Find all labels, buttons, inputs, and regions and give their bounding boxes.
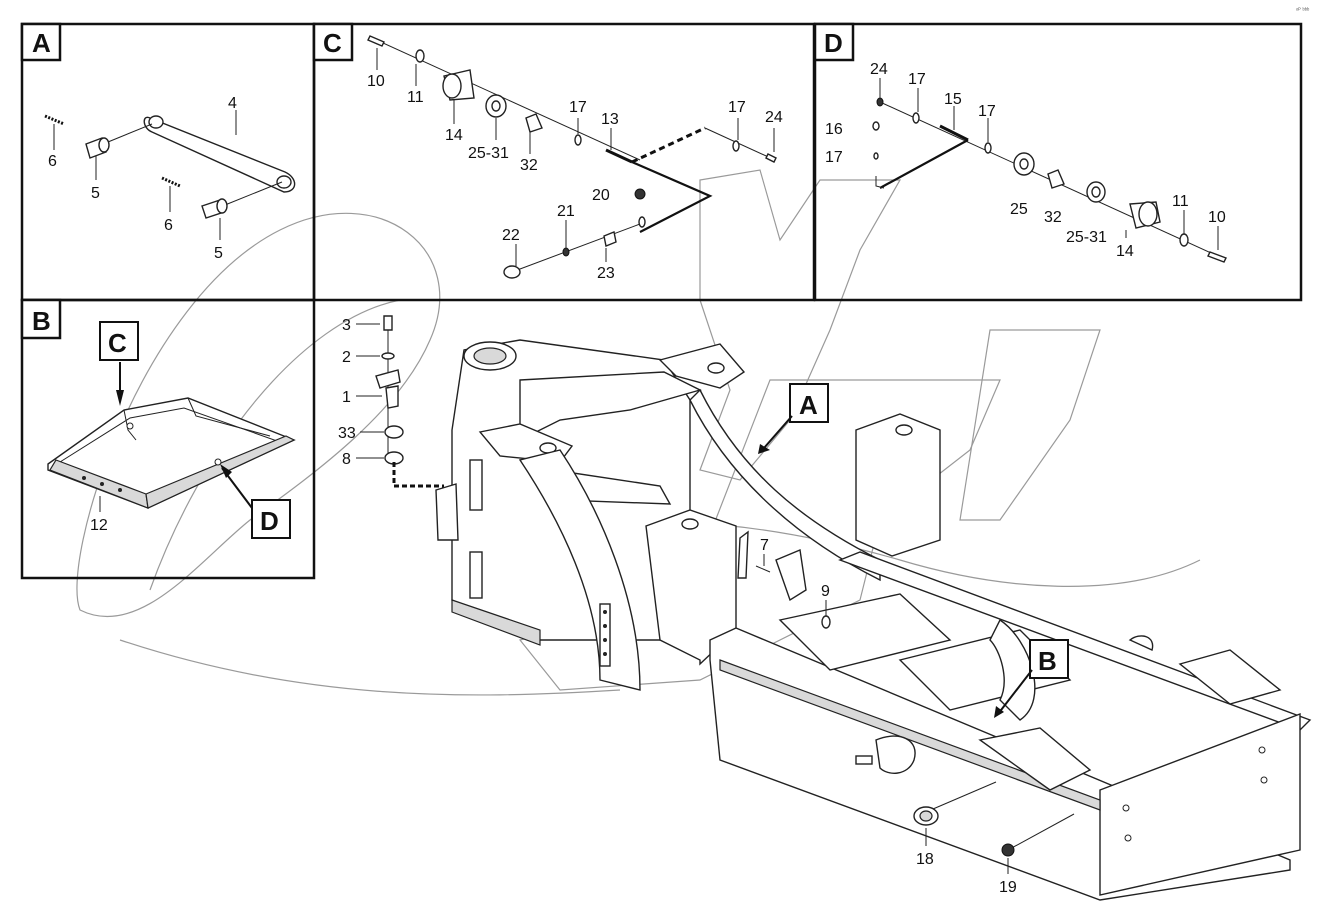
panel-a-label-5a: 5 [91, 185, 100, 202]
main-label-1: 1 [342, 389, 351, 406]
panel-d-label-32: 32 [1044, 209, 1062, 226]
panel-c-label-21: 21 [557, 203, 575, 220]
panel-d-label-25-31: 25-31 [1066, 229, 1107, 246]
panel-a-letter: A [32, 28, 51, 58]
panel-c-label-10: 10 [367, 73, 385, 90]
main-label-9: 9 [821, 583, 830, 600]
panel-d-label-11: 11 [1172, 193, 1189, 210]
panel-c-label-22: 22 [502, 227, 520, 244]
panel-c-label-32: 32 [520, 157, 538, 174]
panel-d-label-17b: 17 [978, 103, 996, 120]
panel-c-parts: 10 11 14 25-31 32 17 13 17 24 20 21 22 2… [367, 35, 783, 282]
panel-d-label-16: 16 [825, 121, 843, 138]
corner-code: ᵒᴾ ᵇᵇᵇ [1296, 7, 1310, 14]
panel-c-letter: C [323, 28, 342, 58]
panel-b-callout-c: C [108, 328, 127, 358]
panel-a-label-6a: 6 [48, 153, 57, 170]
panel-c-label-17a: 17 [569, 99, 587, 116]
panel-a-frame: A [20, 22, 316, 302]
panel-b-callout-d: D [260, 506, 279, 536]
panel-c-label-24: 24 [765, 109, 783, 126]
panel-c-label-20: 20 [592, 187, 610, 204]
panel-a-label-5b: 5 [214, 245, 223, 262]
main-callout-a: A [799, 390, 818, 420]
panel-c-frame: C [312, 22, 816, 302]
panel-b-parts: C D 12 [47, 321, 296, 539]
main-label-3: 3 [342, 317, 351, 334]
panel-b-letter: B [32, 306, 51, 336]
main-frame-assembly: 3 2 1 33 8 7 9 18 19 A B [338, 315, 1312, 901]
main-label-18: 18 [916, 851, 934, 868]
panel-c-label-23: 23 [597, 265, 615, 282]
main-callout-b: B [1038, 646, 1057, 676]
panel-d-label-17c: 17 [825, 149, 843, 166]
main-label-33: 33 [338, 425, 356, 442]
panel-d-parts: 24 17 15 17 16 17 25 32 25-31 14 11 10 [825, 61, 1227, 263]
panel-d-letter: D [824, 28, 843, 58]
main-label-8: 8 [342, 451, 351, 468]
main-label-2: 2 [342, 349, 351, 366]
panel-c-label-25-31: 25-31 [468, 145, 509, 162]
panel-d-label-25: 25 [1010, 201, 1028, 218]
panel-d-label-10: 10 [1208, 209, 1226, 226]
panel-c-label-13: 13 [601, 111, 619, 128]
main-label-19: 19 [999, 879, 1017, 896]
panel-a-label-4: 4 [228, 95, 237, 112]
panel-d-label-24: 24 [870, 61, 888, 78]
panel-d-frame: D [813, 22, 1303, 302]
panel-c-label-11: 11 [407, 89, 424, 106]
panel-c-label-14: 14 [445, 127, 463, 144]
panel-b-label-12: 12 [90, 517, 108, 534]
panel-d-label-17a: 17 [908, 71, 926, 88]
panel-d-label-15: 15 [944, 91, 962, 108]
main-label-7: 7 [760, 537, 769, 554]
panel-a-parts: 4 6 5 6 5 [44, 95, 296, 262]
panel-a-label-6b: 6 [164, 217, 173, 234]
panel-c-label-17b: 17 [728, 99, 746, 116]
panel-d-label-14: 14 [1116, 243, 1134, 260]
panel-b-frame: B [20, 298, 316, 580]
